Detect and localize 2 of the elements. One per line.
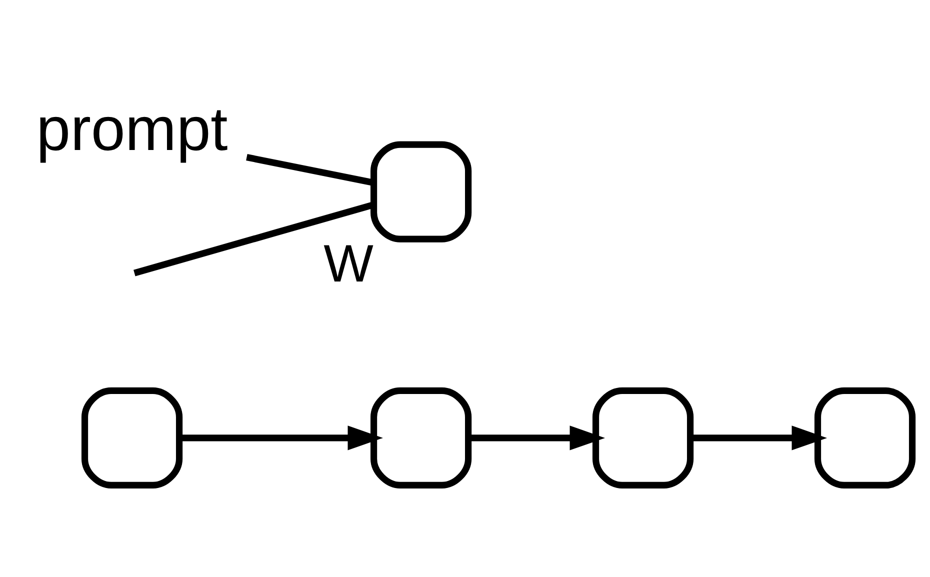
node-label: W [324, 234, 374, 294]
node-text: prompt [36, 94, 228, 164]
